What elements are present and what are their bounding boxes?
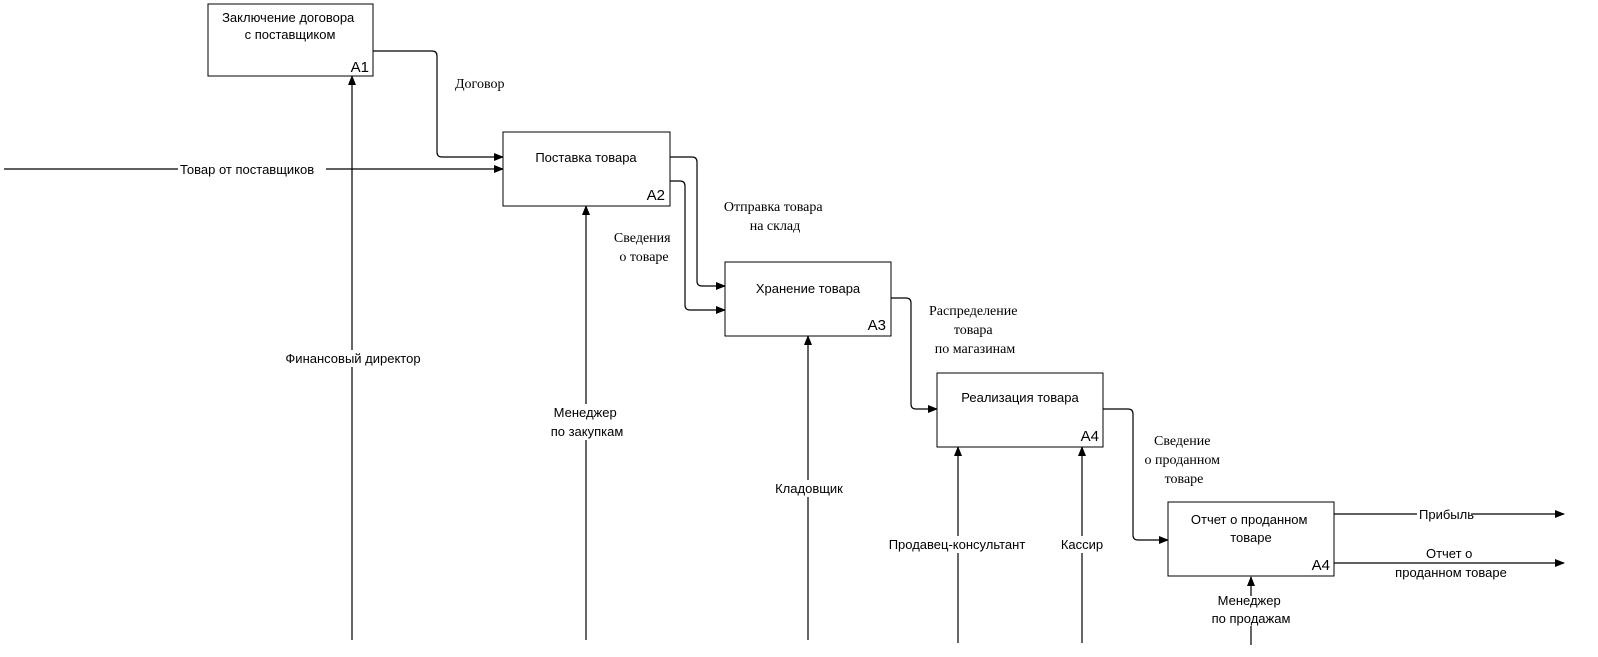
block-a5-line-2: товаре bbox=[1230, 530, 1272, 545]
label-otpravka-line-1: Отправка товара bbox=[724, 200, 823, 215]
label-svedenie-line-3: товаре bbox=[1165, 472, 1204, 487]
label-kladovshchik: Кладовщик bbox=[775, 481, 843, 496]
label-kassir: Кассир bbox=[1061, 537, 1103, 552]
arrow-svedenie-prodannom-line bbox=[1103, 408, 1169, 544]
label-otchet-out-line-1: Отчет о bbox=[1426, 546, 1472, 561]
label-manager-zakupki-line-2: по закупкам bbox=[551, 424, 624, 439]
arrow-svedeniya-line bbox=[670, 180, 726, 314]
block-a2-line-1: Поставка товара bbox=[535, 150, 637, 165]
arrow-dogovor-line bbox=[373, 50, 504, 161]
label-otchet-out-line-2: проданном товаре bbox=[1395, 565, 1507, 580]
label-svedenie-line-1: Сведение bbox=[1154, 434, 1210, 449]
block-a2-code: A2 bbox=[647, 187, 665, 204]
label-pribyl: Прибыль bbox=[1419, 507, 1474, 522]
block-a1: Заключение договора с поставщиком A1 bbox=[207, 3, 374, 77]
svg-text:Менеджер по продажам: Менеджер по продажам bbox=[1212, 593, 1291, 626]
block-a3-line-1: Хранение товара bbox=[756, 281, 861, 296]
svg-text:Отчет о проданном товаре: Отчет о проданном товаре bbox=[1191, 512, 1311, 545]
block-a3-code: A3 bbox=[868, 317, 886, 334]
label-dogovor: Договор bbox=[455, 77, 504, 92]
label-svedeniya-line-2: о товаре bbox=[619, 250, 668, 265]
label-svedenie-line-2: о проданном bbox=[1144, 453, 1220, 468]
label-raspredelenie-line-1: Распределение bbox=[929, 304, 1017, 319]
arrow-raspredelenie-line bbox=[891, 297, 938, 413]
label-prodavec: Продавец-консультант bbox=[889, 537, 1026, 552]
svg-text:Сведения о товаре: Сведения о товаре bbox=[614, 231, 674, 265]
label-raspredelenie-line-2: товара bbox=[954, 323, 994, 338]
block-a1-line-2: с поставщиком bbox=[245, 27, 336, 42]
block-a3: Хранение товара A3 bbox=[724, 261, 892, 337]
label-manager-prodazhi-line-1: Менеджер bbox=[1218, 593, 1281, 608]
block-a1-code: A1 bbox=[351, 59, 369, 76]
svg-text:Заключение договора с по: Заключение договора с поставщиком bbox=[222, 10, 358, 42]
label-tovar-ot-postavshchikov: Товар от поставщиков bbox=[180, 162, 314, 177]
block-a2: Поставка товара A2 bbox=[502, 131, 671, 207]
label-fin-director: Финансовый директор bbox=[285, 351, 420, 366]
block-a5: Отчет о проданном товаре A4 bbox=[1167, 501, 1335, 577]
block-a4-code: A4 bbox=[1081, 428, 1099, 445]
block-a5-line-1: Отчет о проданном bbox=[1191, 512, 1308, 527]
svg-text:Отчет о проданном товаре: Отчет о проданном товаре bbox=[1395, 546, 1507, 580]
block-a4: Реализация товара A4 bbox=[936, 372, 1104, 448]
label-manager-prodazhi-line-2: по продажам bbox=[1212, 611, 1291, 626]
arrow-otpravka-line bbox=[670, 156, 726, 290]
svg-text:Сведение о проданном т: Сведение о проданном товаре bbox=[1144, 434, 1223, 487]
block-a4-line-1: Реализация товара bbox=[961, 390, 1079, 405]
label-otpravka-line-2: на склад bbox=[750, 219, 801, 234]
label-raspredelenie-line-3: по магазинам bbox=[935, 342, 1016, 357]
label-manager-zakupki-line-1: Менеджер bbox=[554, 405, 617, 420]
label-svedeniya-line-1: Сведения bbox=[614, 231, 671, 246]
svg-text:Менеджер по закупкам: Менеджер по закупкам bbox=[551, 405, 624, 439]
block-a5-code: A4 bbox=[1312, 557, 1330, 574]
block-a1-line-1: Заключение договора bbox=[222, 10, 355, 25]
svg-text:Распределение товара п: Распределение товара по магазинам bbox=[929, 304, 1021, 357]
svg-text:Отправка товара на склад: Отправка товара на склад bbox=[724, 200, 826, 234]
